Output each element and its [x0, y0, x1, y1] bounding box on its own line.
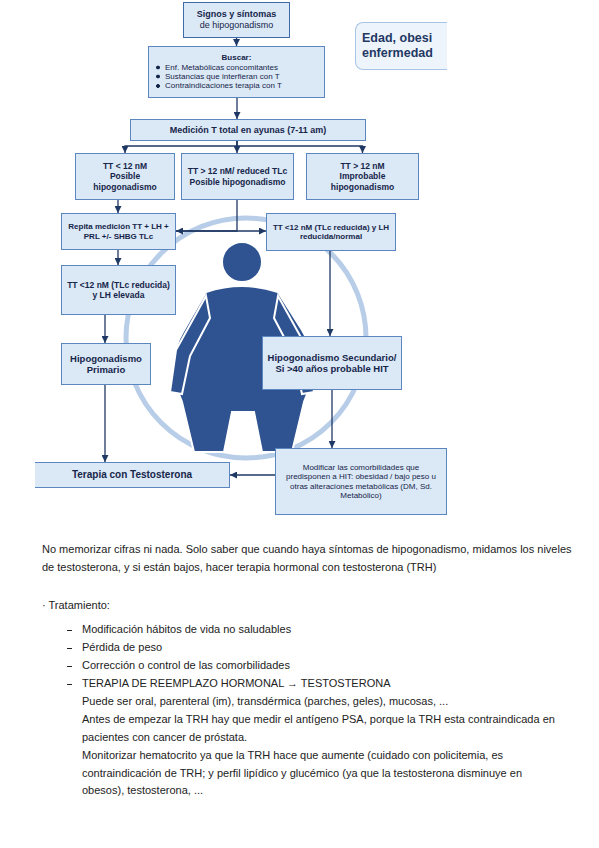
figure-head	[222, 242, 262, 282]
flow-arrow	[331, 390, 332, 448]
flow-arrow	[104, 315, 105, 343]
process-box: TT < 12 nMPosible hipogonadismo	[75, 153, 175, 200]
box-text: de hipogonadismo	[200, 20, 274, 31]
box-text: Modificar las comorbilidades que predisp…	[280, 463, 442, 501]
box-text: Buscar:	[222, 53, 252, 62]
box-text: TT > 12 nM/ reduced TLc	[188, 166, 287, 176]
flow-arrow	[104, 385, 105, 462]
box-text: Hipogonadismo Primario	[66, 353, 146, 375]
body-text: Puede ser oral, parenteral (im), transdé…	[82, 693, 562, 711]
box-text: Hipogonadismo Secundario/ Si >40 años pr…	[267, 352, 397, 374]
body-text: TERAPIA DE REEMPLAZO HORMONAL → TESTOSTE…	[82, 675, 552, 693]
process-box: Medición T total en ayunas (7-11 am)	[130, 119, 366, 141]
figure-arm	[170, 296, 210, 394]
box-text: TT <12 nM (TLc reducida) y LH elevada	[66, 280, 171, 300]
body-text: Modificación hábitos de vida no saludabl…	[82, 621, 552, 639]
process-box: TT <12 nM (TLc reducida) y LH elevada	[61, 265, 176, 315]
body-text: Corrección o control de las comorbilidad…	[82, 657, 552, 675]
box-text: Posible hipogonadismo	[190, 177, 286, 187]
box-text: Sustancias que interfieran con T	[153, 72, 280, 81]
list-dash	[67, 630, 72, 631]
box-text: Edad, obesi enfermedad	[362, 31, 441, 61]
flow-arrow	[236, 141, 237, 153]
process-box: Terapia con Testosterona	[35, 462, 230, 488]
box-text: Contraindicaciones terapia con T	[153, 81, 282, 90]
flow-arrow	[176, 200, 237, 231]
box-text: Repita medición TT + LH + PRL +/- SHBG T…	[66, 222, 171, 241]
flow-arrow	[236, 98, 237, 119]
flow-arrow	[117, 200, 118, 213]
process-box: Signos y síntomasde hipogonadismo	[183, 2, 290, 38]
box-text: Posible hipogonadismo	[80, 171, 170, 191]
body-text: Pérdida de peso	[82, 639, 552, 657]
list-dash	[67, 684, 72, 685]
process-box: Hipogonadismo Secundario/ Si >40 años pr…	[262, 336, 402, 390]
body-text: No memorizar cifras ni nada. Solo saber …	[42, 541, 572, 576]
list-dash	[67, 648, 72, 649]
box-text: TT <12 nM (TLc reducida) y LH reducida/n…	[271, 223, 391, 242]
box-text: TT < 12 nM	[103, 161, 147, 171]
process-box: Hipogonadismo Primario	[61, 343, 151, 385]
process-box: Modificar las comorbilidades que predisp…	[275, 448, 447, 515]
box-text: Improbable hipogonadismo	[311, 171, 414, 191]
process-box: Edad, obesi enfermedad	[355, 22, 447, 70]
flow-arrow	[329, 251, 330, 336]
box-text: Signos y síntomas	[197, 9, 277, 20]
process-box: Repita medición TT + LH + PRL +/- SHBG T…	[61, 213, 176, 250]
body-text: · Tratamiento:	[42, 597, 342, 615]
flow-arrow	[117, 250, 118, 265]
process-box: TT > 12 nM/ reduced TLcPosible hipogonad…	[181, 153, 294, 200]
process-box: Buscar:Enf. Metabólicas concomitantesSus…	[148, 46, 325, 98]
box-text: Medición T total en ayunas (7-11 am)	[170, 125, 327, 136]
list-dash	[67, 666, 72, 667]
process-box: TT > 12 nMImprobable hipogonadismo	[306, 153, 419, 200]
flow-arrow	[236, 38, 237, 46]
flow-arrow	[176, 230, 266, 231]
flow-arrow	[125, 141, 237, 153]
box-text: TT > 12 nM	[340, 161, 384, 171]
process-box: TT <12 nM (TLc reducida) y LH reducida/n…	[266, 213, 396, 251]
body-text: Monitorizar hematocrito ya que la TRH ha…	[82, 747, 562, 800]
flow-arrow	[230, 474, 275, 475]
body-text: Antes de empezar la TRH hay que medir el…	[82, 711, 562, 746]
box-text: Enf. Metabólicas concomitantes	[153, 63, 278, 72]
box-text: Terapia con Testosterona	[72, 469, 192, 481]
flow-arrow	[237, 141, 363, 153]
